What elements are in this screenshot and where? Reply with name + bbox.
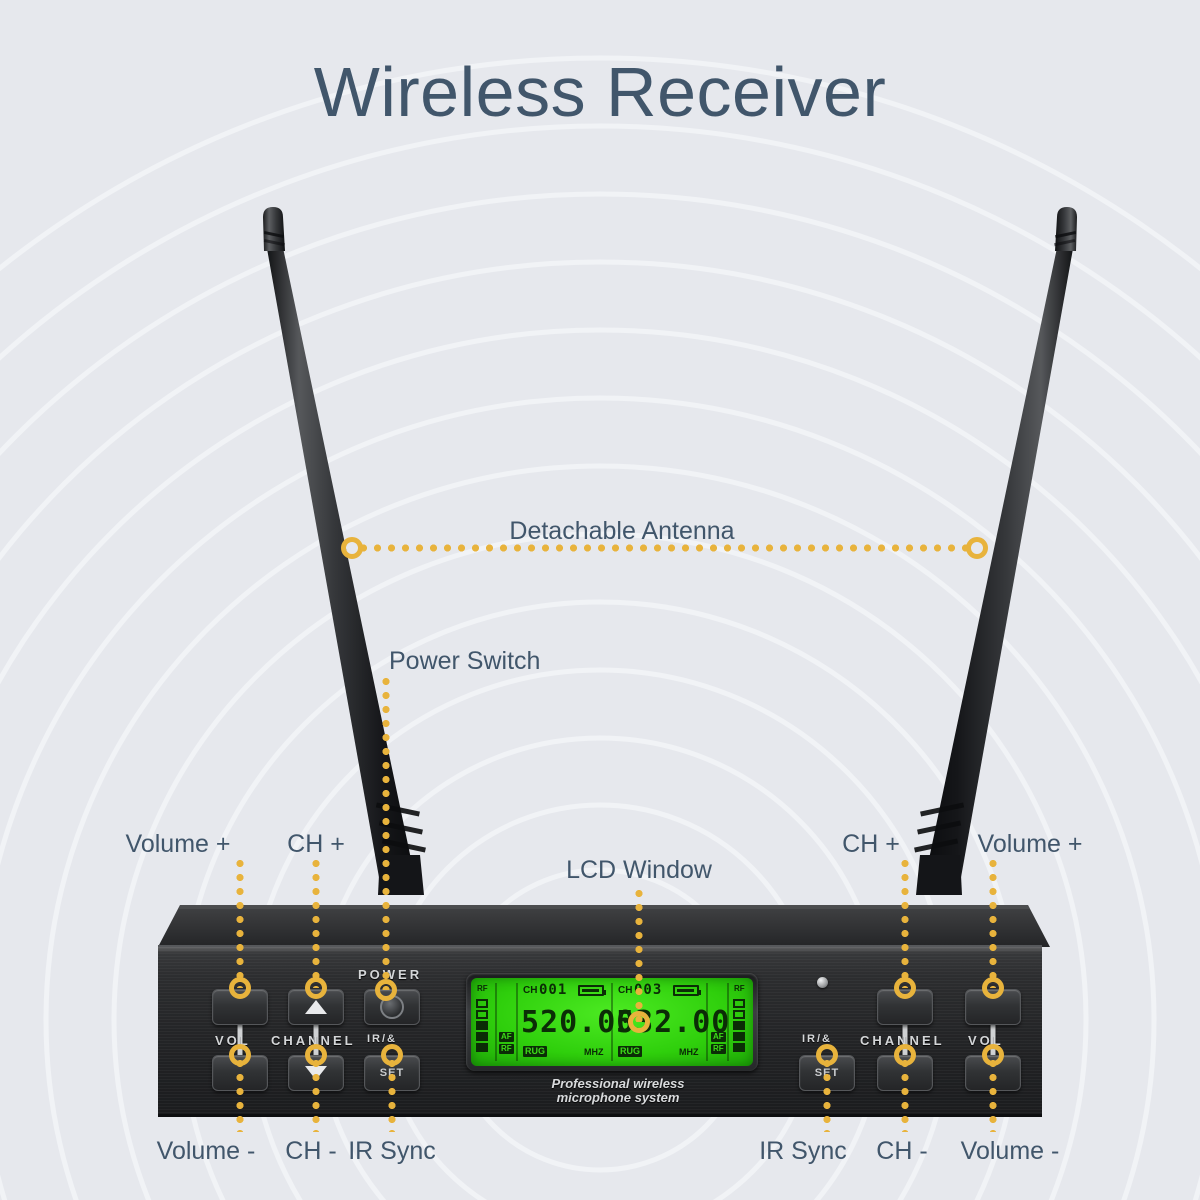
lcd-meter-right-seg4 — [733, 1010, 745, 1019]
brand-line-2: microphone system — [556, 1089, 680, 1105]
lcd-af-right: AF — [711, 1032, 726, 1042]
marker-lcd-window[interactable] — [628, 1011, 650, 1033]
leader-ch-minus-left — [312, 1060, 320, 1132]
lcd-meter-left-seg1 — [476, 1043, 488, 1052]
lcd-unit-right: MHZ — [679, 1047, 699, 1057]
lcd-battery-left — [578, 985, 606, 996]
antenna-left — [263, 207, 426, 895]
status-led — [817, 977, 828, 988]
callout-ch-minus-right: CH - — [876, 1137, 928, 1165]
chassis-top-surface — [158, 905, 1050, 947]
lcd-divider-1 — [495, 983, 497, 1061]
lcd-divider-3 — [611, 983, 613, 1061]
leader-volume-plus-left — [236, 860, 244, 988]
lcd-meter-right-seg1 — [733, 1043, 745, 1052]
channel-label-right: CHANNEL — [860, 1033, 945, 1048]
lcd-divider-5 — [727, 983, 729, 1061]
marker-antenna-left[interactable] — [341, 537, 363, 559]
lcd-divider-4 — [706, 983, 708, 1061]
leader-ch-minus-right — [901, 1060, 909, 1132]
callout-volume-minus-left: Volume - — [156, 1137, 256, 1165]
lcd-meter-left-seg4 — [476, 1010, 488, 1019]
leader-power-switch — [382, 678, 390, 990]
callout-detachable-antenna: Detachable Antenna — [509, 517, 735, 545]
callout-ir-sync-right: IR Sync — [759, 1137, 847, 1165]
ir-set-label-left: IR/& — [367, 1033, 397, 1045]
marker-antenna-right[interactable] — [966, 537, 988, 559]
callout-power-switch: Power Switch — [389, 647, 541, 675]
lcd-battery-right-fill — [677, 989, 694, 992]
leader-ir-sync-left — [388, 1060, 396, 1132]
lcd-mode-chip-left: RUG — [523, 1046, 547, 1057]
leader-detachable-antenna — [360, 544, 975, 552]
receiver-chassis: POWER VOL CHANNEL IR/& SET RF — [150, 905, 1050, 1120]
lcd-ch-label-right: CH — [618, 985, 633, 996]
brand-text: Professional wireless microphone system — [518, 1077, 718, 1104]
marker-volume-minus-left[interactable] — [229, 1044, 251, 1066]
lcd-meter-left-seg2 — [476, 1032, 488, 1041]
marker-ch-minus-left[interactable] — [305, 1044, 327, 1066]
marker-ir-sync-right[interactable] — [816, 1044, 838, 1066]
lcd-meter-left-seg5 — [476, 999, 488, 1008]
lcd-meter-right-seg3 — [733, 1021, 745, 1030]
marker-ir-sync-left[interactable] — [381, 1044, 403, 1066]
leader-volume-plus-right — [989, 860, 997, 988]
lcd-meter-left-label: RF — [477, 984, 488, 993]
lcd-ch-label-left: CH — [523, 985, 538, 996]
leader-lcd-window — [635, 890, 643, 1022]
marker-volume-plus-left[interactable] — [229, 977, 251, 999]
lcd-divider-2 — [516, 983, 518, 1061]
lcd-rf-left: RF — [499, 1044, 514, 1054]
page-title: Wireless Receiver — [313, 53, 887, 131]
callout-ch-minus-left: CH - — [285, 1137, 337, 1165]
lcd-window: RF AF RF CH 001 520.00 MHZ RUG — [466, 973, 758, 1071]
marker-ch-minus-right[interactable] — [894, 1044, 916, 1066]
lcd-battery-right — [673, 985, 701, 996]
marker-power-switch[interactable] — [375, 979, 397, 1001]
antenna-right — [914, 207, 1077, 895]
leader-volume-minus-right — [989, 1060, 997, 1132]
leader-ch-plus-right — [901, 860, 909, 988]
lcd-unit-left: MHZ — [584, 1047, 604, 1057]
lcd-screen: RF AF RF CH 001 520.00 MHZ RUG — [471, 978, 753, 1066]
arrow-up-icon — [305, 1000, 327, 1014]
callout-lcd-window: LCD Window — [566, 856, 712, 884]
lcd-meter-right-label: RF — [734, 984, 745, 993]
callout-ch-plus-left: CH + — [287, 830, 345, 858]
lcd-rf-right: RF — [711, 1044, 726, 1054]
marker-volume-minus-right[interactable] — [982, 1044, 1004, 1066]
leader-ir-sync-right — [823, 1060, 831, 1132]
lcd-af-left: AF — [499, 1032, 514, 1042]
lcd-frequency-left: 520.00 — [521, 1005, 636, 1040]
callout-volume-minus-right: Volume - — [960, 1137, 1060, 1165]
channel-label-left: CHANNEL — [271, 1033, 356, 1048]
lcd-meter-right-seg5 — [733, 999, 745, 1008]
lcd-battery-left-fill — [582, 989, 599, 992]
lcd-meter-right-seg2 — [733, 1032, 745, 1041]
callout-ir-sync-left: IR Sync — [348, 1137, 436, 1165]
marker-volume-plus-right[interactable] — [982, 977, 1004, 999]
marker-ch-plus-right[interactable] — [894, 977, 916, 999]
lcd-meter-left-seg3 — [476, 1021, 488, 1030]
lcd-ch-number-left: 001 — [539, 982, 568, 998]
brand-line-1: Professional wireless — [551, 1076, 685, 1091]
leader-ch-plus-left — [312, 860, 320, 988]
callout-volume-plus-right: Volume + — [977, 830, 1083, 858]
leader-volume-minus-left — [236, 1060, 244, 1132]
lcd-mode-chip-right: RUG — [618, 1046, 642, 1057]
ir-set-label-right: IR/& — [802, 1033, 832, 1045]
marker-ch-plus-left[interactable] — [305, 977, 327, 999]
callout-volume-plus-left: Volume + — [125, 830, 231, 858]
callout-ch-plus-right: CH + — [842, 830, 900, 858]
